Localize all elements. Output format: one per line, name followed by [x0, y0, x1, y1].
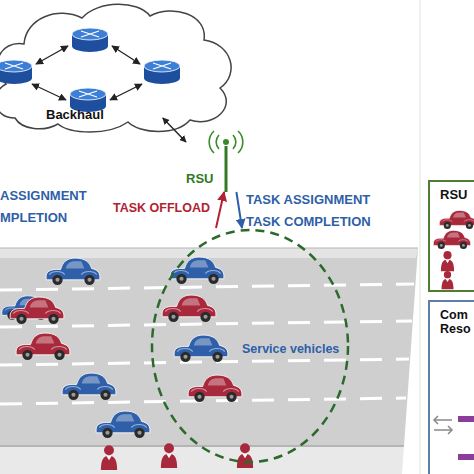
rsu-label: RSU: [186, 172, 222, 187]
edge-label: TASK ASSIGNMENT TASK COMPLETION: [246, 189, 382, 233]
flow-arrow: [236, 192, 242, 228]
panel-heading: RSU: [440, 188, 474, 203]
service-vehicle-group: Service vehicles: [150, 228, 350, 464]
cloud-outline: [0, 0, 185, 118]
backhaul-cloud: Backhaul: [0, 0, 185, 118]
group-label: Service vehicles: [242, 342, 354, 356]
cut-label: ASSIGNMENT: [0, 188, 110, 203]
rsu-panel: RSU: [428, 180, 474, 292]
flow-arrow: [163, 118, 186, 142]
resource-panel: Com Reso: [428, 300, 474, 474]
edge-label: TASK OFFLOAD: [100, 201, 210, 215]
flow-arrow: [216, 192, 224, 228]
panel-heading: Com Reso: [440, 308, 474, 337]
cloud-label: Backhaul: [46, 108, 136, 123]
rsu-antenna: RSU: [186, 128, 242, 192]
cut-label: MPLETION: [0, 210, 110, 225]
